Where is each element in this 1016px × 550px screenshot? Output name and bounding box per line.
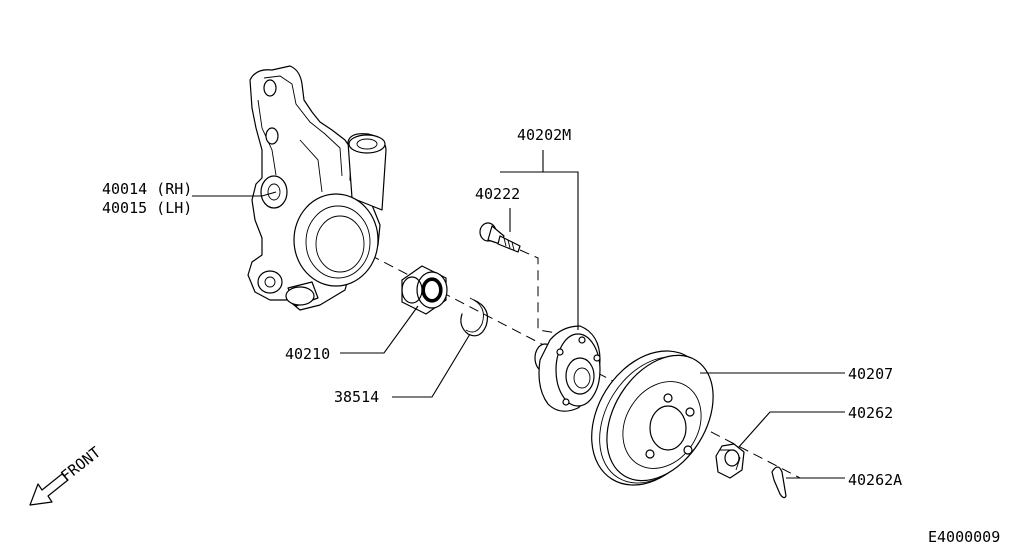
label-knuckle-rh: 40014 (RH)	[102, 180, 192, 198]
label-front: FRONT	[57, 443, 104, 485]
label-nut: 40262	[848, 404, 893, 422]
label-snap-ring: 38514	[334, 388, 379, 406]
leader-lines	[192, 150, 845, 479]
cotter-pin	[771, 466, 787, 499]
label-cotter-pin: 40262A	[848, 471, 902, 489]
label-hub-assembly: 40202M	[517, 126, 571, 144]
label-bearing: 40210	[285, 345, 330, 363]
snap-ring	[460, 297, 489, 337]
steering-knuckle	[247, 65, 387, 311]
bolt-axis	[519, 249, 571, 336]
hub-nut	[715, 443, 745, 479]
brake-rotor	[591, 350, 714, 486]
diagram-code: E4000009	[928, 528, 1000, 545]
label-knuckle-lh: 40015 (LH)	[102, 199, 192, 217]
wheel-hub	[534, 325, 601, 412]
wheel-bearing	[401, 265, 448, 315]
front-arrow	[29, 473, 69, 506]
label-rotor: 40207	[848, 365, 893, 383]
label-hub-bolt: 40222	[475, 185, 520, 203]
hub-bolt	[479, 222, 521, 253]
